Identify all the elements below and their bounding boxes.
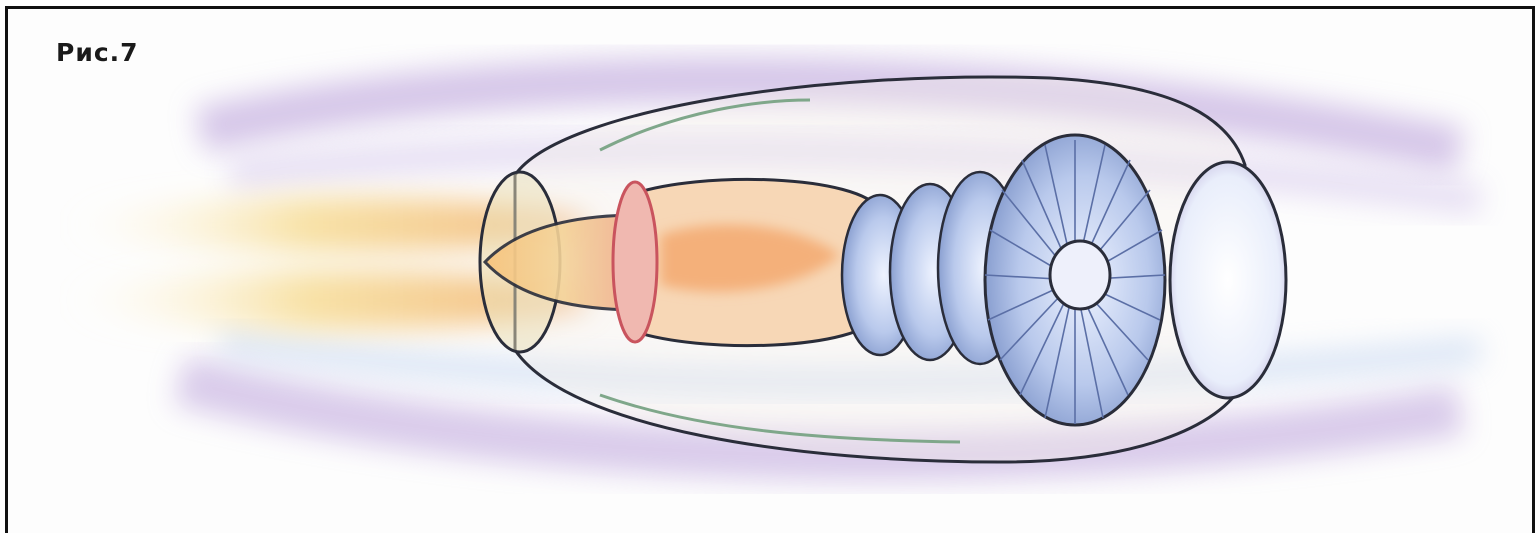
combustion-chamber xyxy=(613,179,880,345)
intake-lip xyxy=(1170,162,1286,398)
figure-caption: Рис.7 xyxy=(56,38,139,67)
main-fan xyxy=(985,135,1165,425)
fan-spinner xyxy=(1050,241,1110,309)
turbine-ring xyxy=(613,182,657,342)
air-intake xyxy=(1170,162,1286,398)
